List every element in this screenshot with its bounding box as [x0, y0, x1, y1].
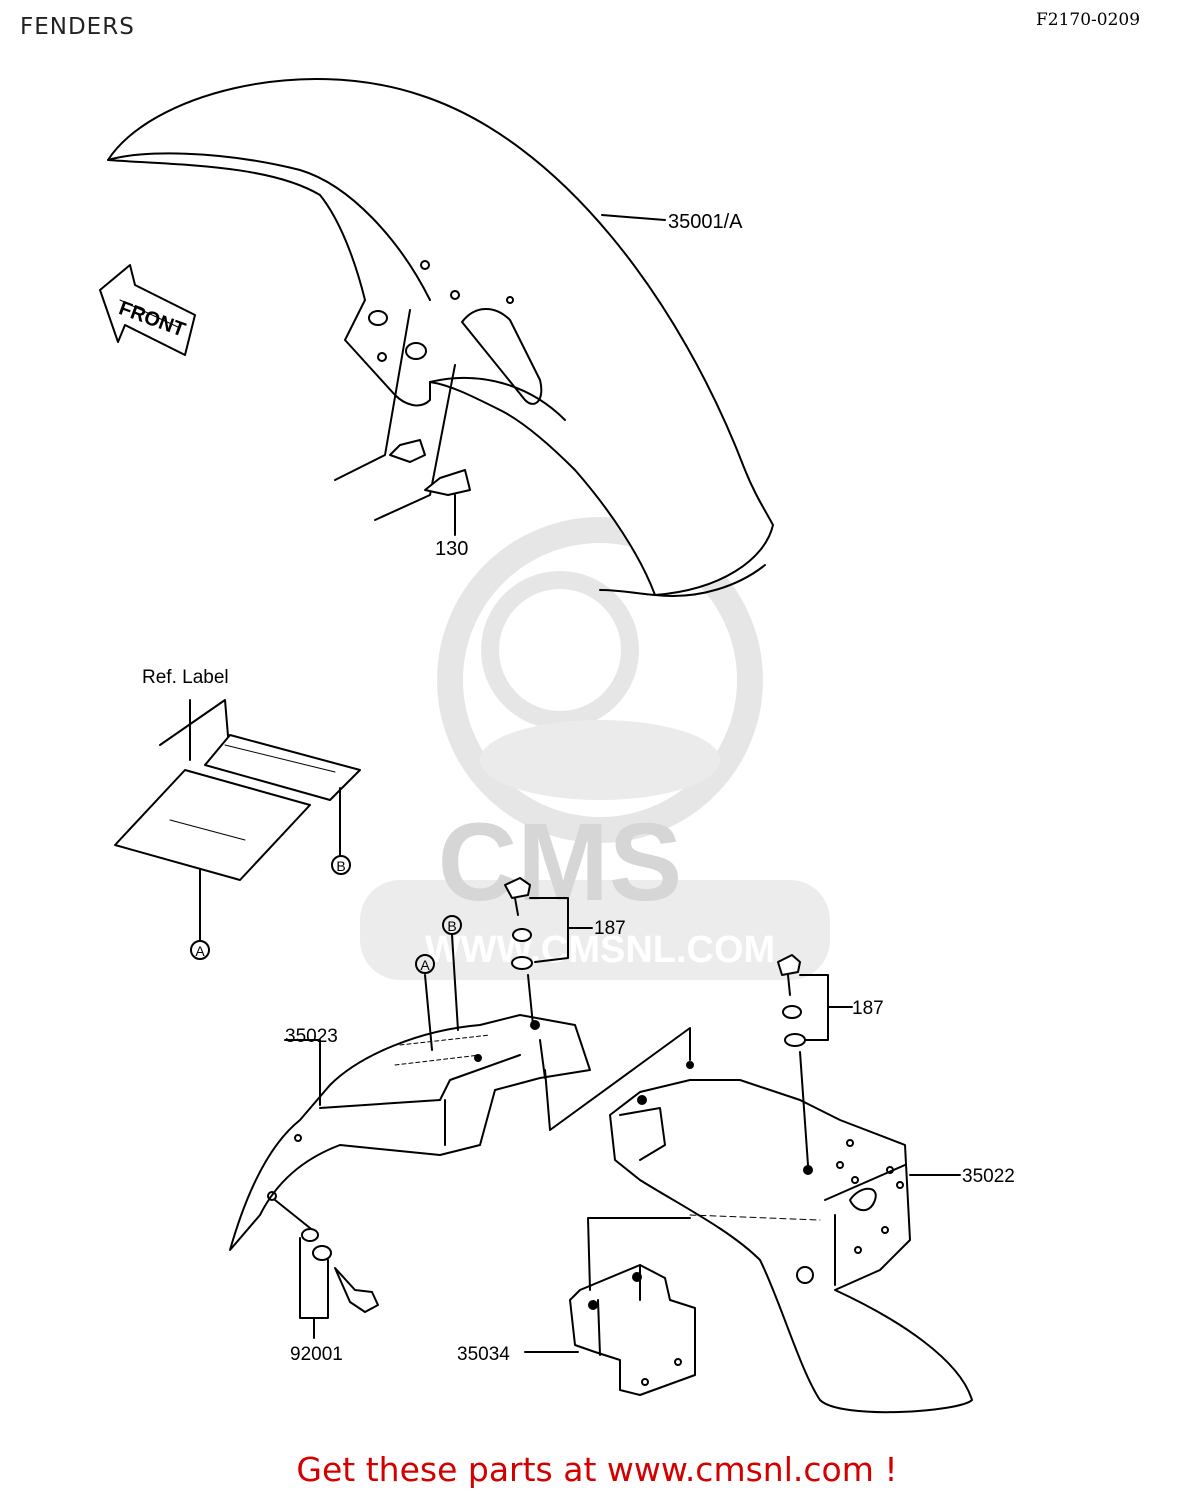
bolt-set-right — [777, 954, 853, 1166]
marker-a-fender: A — [420, 957, 430, 973]
callout-front-fender: 35001/A — [668, 211, 743, 233]
marker-a-ref: A — [195, 943, 205, 959]
diagram-code: F2170-0209 — [1036, 10, 1141, 30]
bracket-35034 — [569, 1264, 696, 1396]
leader-rear-sections — [544, 1027, 691, 1131]
ref-label-decals — [114, 699, 361, 941]
leader-35023 — [284, 1039, 321, 1106]
rear-fender-front-section — [229, 1014, 591, 1251]
callout-rear-fender-front: 35023 — [285, 1026, 338, 1047]
page-title: FENDERS — [20, 14, 135, 40]
marker-b-ref: B — [336, 858, 345, 874]
leader-bracket-top — [587, 1217, 691, 1291]
callout-bracket: 35034 — [457, 1344, 510, 1365]
front-fender-bolts — [334, 309, 471, 536]
callout-bolt-set-2: 187 — [852, 998, 884, 1019]
footer-link-text[interactable]: Get these parts at www.cmsnl.com ! — [296, 1450, 898, 1489]
leader-front-fender — [601, 214, 666, 221]
callout-bolt-set-1: 187 — [594, 918, 626, 939]
callout-bolt-rear: 92001 — [290, 1344, 343, 1365]
exploded-view-diagram: CMS WWW.CMSNL.COM — [99, 78, 1015, 1414]
marker-b-fender: B — [447, 918, 456, 934]
rear-fender-rear-section — [609, 1061, 973, 1414]
bolt-set-upper — [504, 877, 593, 1026]
front-direction-arrow — [99, 264, 196, 356]
watermark-logo: CMS — [438, 801, 682, 924]
front-fender — [107, 78, 774, 597]
watermark-url: WWW.CMSNL.COM — [425, 929, 775, 971]
rear-bolt-92001 — [274, 1199, 379, 1339]
ref-label-caption: Ref. Label — [142, 667, 229, 688]
callout-rear-fender-rear: 35022 — [962, 1166, 1015, 1187]
callout-front-bolt: 130 — [435, 538, 468, 560]
cms-watermark: CMS WWW.CMSNL.COM — [360, 517, 830, 980]
